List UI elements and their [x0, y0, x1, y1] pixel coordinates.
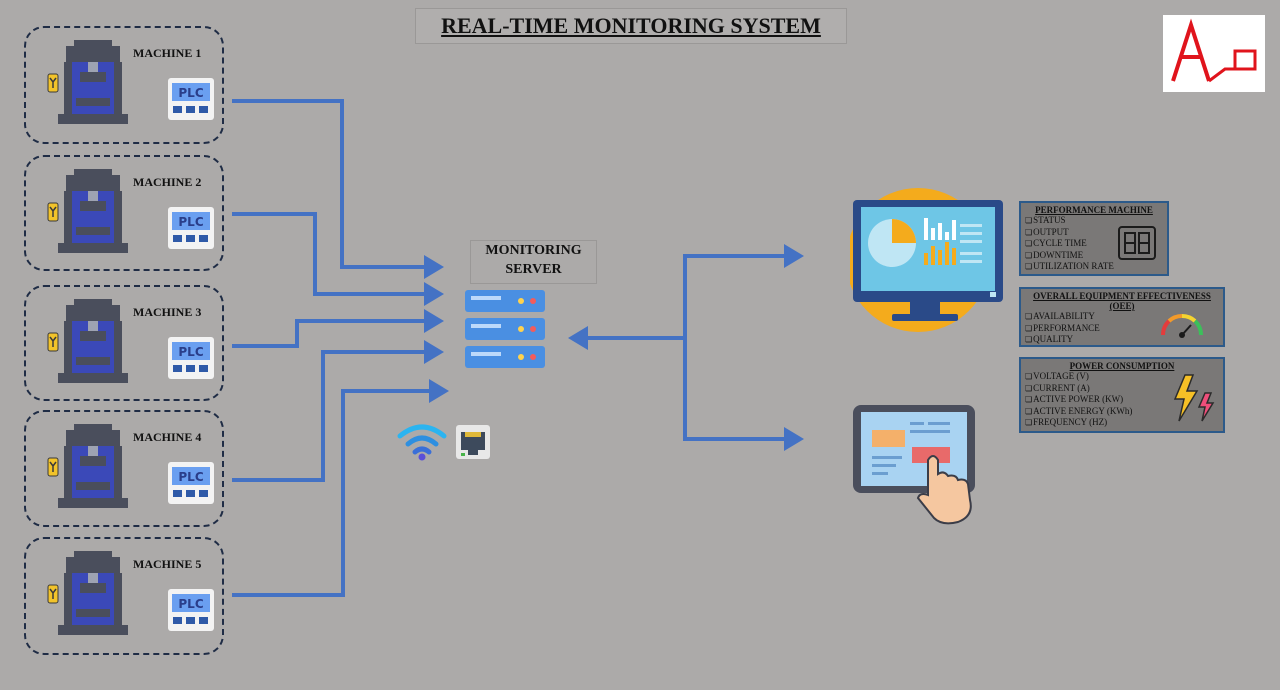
panel-item: PERFORMANCE — [1025, 323, 1223, 335]
machine-label: MACHINE 2 — [133, 175, 202, 189]
server-icon — [465, 290, 545, 368]
panel-item: FREQUENCY (HZ) — [1025, 417, 1223, 429]
arrow-to-monitor — [683, 244, 804, 338]
ap-logo — [1163, 15, 1265, 92]
tablet-touch-icon — [853, 405, 975, 525]
plc-icon: PLC — [168, 78, 214, 125]
machine-label: MACHINE 4 — [133, 430, 202, 444]
hydraulic-press-icon — [47, 40, 128, 124]
plc-text: PLC — [178, 597, 203, 611]
desktop-monitor-icon — [850, 188, 1003, 332]
arrow-machine-3 — [232, 309, 444, 348]
arrow-machine-2 — [232, 212, 444, 306]
plc-text: PLC — [178, 345, 203, 359]
hydraulic-press-icon — [47, 169, 128, 253]
panel-item: VOLTAGE (V) — [1025, 371, 1223, 383]
hydraulic-press-icon — [47, 424, 128, 508]
arrow-machine-5 — [232, 379, 449, 597]
panel-item: AVAILABILITY — [1025, 311, 1223, 323]
panel-title: OVERALL EQUIPMENT EFFECTIVENESS (OEE) — [1033, 291, 1211, 311]
plc-icon: PLC — [168, 589, 214, 636]
arrow-machine-4 — [232, 340, 444, 482]
panel-item: STATUS — [1025, 215, 1167, 227]
lightning-icon — [1173, 374, 1215, 422]
panel-item: CYCLE TIME — [1025, 238, 1167, 250]
panel-item: UTILIZATION RATE — [1025, 261, 1167, 273]
panel-item: QUALITY — [1025, 334, 1223, 346]
panel-title: POWER CONSUMPTION — [1069, 361, 1175, 371]
machine-label: MACHINE 1 — [133, 46, 202, 60]
hydraulic-press-icon — [47, 551, 128, 635]
panel-item: CURRENT (A) — [1025, 383, 1223, 395]
oee-panel: OVERALL EQUIPMENT EFFECTIVENESS (OEE) AV… — [1019, 287, 1225, 347]
machine-5-box: MACHINE 5 PLC — [24, 537, 224, 655]
wifi-icon — [397, 424, 447, 461]
page-title: REAL-TIME MONITORING SYSTEM — [415, 8, 847, 44]
panel-item: DOWNTIME — [1025, 250, 1167, 262]
gauge-icon — [1160, 313, 1204, 338]
monitoring-server-label: MONITORING SERVER — [470, 240, 597, 284]
plc-icon: PLC — [168, 462, 214, 509]
hydraulic-press-icon — [47, 299, 128, 383]
ethernet-port-icon — [456, 425, 490, 459]
machine-4-box: MACHINE 4 PLC — [24, 410, 224, 527]
machine-label: MACHINE 5 — [133, 557, 202, 571]
arrow-to-tablet — [683, 338, 804, 451]
plc-text: PLC — [178, 86, 203, 100]
arrow-machine-1 — [232, 99, 444, 279]
machine-2-box: MACHINE 2 PLC — [24, 155, 224, 271]
plc-text: PLC — [178, 470, 203, 484]
panel-item: OUTPUT — [1025, 227, 1167, 239]
plc-icon: PLC — [168, 207, 214, 254]
panel-item: ACTIVE ENERGY (KWh) — [1025, 406, 1223, 418]
performance-machine-panel: PERFORMANCE MACHINE STATUSOUTPUTCYCLE TI… — [1019, 201, 1169, 276]
machine-1-box: MACHINE 1 PLC — [24, 26, 224, 144]
power-consumption-panel: POWER CONSUMPTION VOLTAGE (V)CURRENT (A)… — [1019, 357, 1225, 433]
panel-title: PERFORMANCE MACHINE — [1035, 205, 1153, 215]
machine-3-box: MACHINE 3 PLC — [24, 285, 224, 401]
panel-item: ACTIVE POWER (KW) — [1025, 394, 1223, 406]
machine-label: MACHINE 3 — [133, 305, 202, 319]
digital-counter-icon — [1118, 226, 1156, 260]
plc-text: PLC — [178, 215, 203, 229]
plc-icon: PLC — [168, 337, 214, 384]
